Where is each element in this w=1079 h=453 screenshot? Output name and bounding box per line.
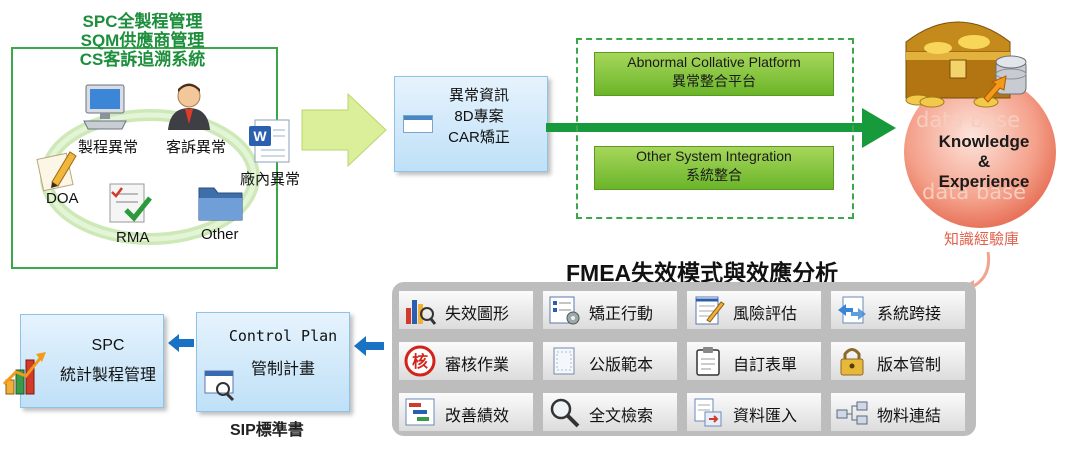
- node-other: Other: [201, 226, 239, 243]
- fmea-title: FMEA失效模式與效應分析: [566, 260, 839, 286]
- abnormal-info-box: 異常資訊 8D專案 CAR矯正: [394, 76, 548, 172]
- network-link-icon: [836, 401, 868, 425]
- computer-icon: [83, 84, 127, 130]
- word-document-icon: W: [249, 119, 290, 163]
- document-arrows-icon: [838, 296, 866, 324]
- control-plan-zh: 管制計畫: [250, 361, 315, 378]
- approval-seal-icon: 核: [404, 345, 436, 377]
- knowledge-label: Knowledge & Experience: [920, 132, 1048, 192]
- integration-dashed-frame: [576, 38, 854, 219]
- watermark-database-1: data base: [916, 108, 1021, 132]
- custom-form-label: 自訂表單: [733, 357, 798, 374]
- control-plan-en: Control Plan: [228, 327, 338, 345]
- spc-zh-label: 統計製程管理: [59, 367, 156, 384]
- sip-standard-caption: SIP標準書: [230, 422, 304, 439]
- control-plan-box: Control Plan 管制計畫: [196, 312, 350, 412]
- node-doa: DOA: [46, 190, 79, 207]
- system-bridging-label: 系統跨接: [877, 306, 942, 323]
- grid-cell-improvement-performance[interactable]: 改善績效: [398, 392, 534, 432]
- material-link-label: 物料連結: [877, 408, 942, 425]
- collative-platform-zh: 異常整合平台: [672, 73, 756, 89]
- seal-text: 核: [412, 352, 428, 371]
- grid-cell-failure-graph[interactable]: 失效圖形: [398, 290, 534, 330]
- grid-cell-review-operation[interactable]: 核 審核作業: [398, 341, 534, 381]
- treasure-chest-icon: [905, 21, 1027, 108]
- watermark-database-2: data base: [922, 180, 1027, 204]
- abnormal-collative-platform: Abnormal Collative Platform 異常整合平台: [594, 52, 834, 96]
- spc-label: SPC: [91, 337, 125, 354]
- public-template-label: 公版範本: [589, 357, 654, 374]
- checklist-gear-icon: [549, 296, 580, 325]
- checklist-icon: [109, 183, 152, 223]
- magnifier-icon: [550, 398, 580, 428]
- window-search-icon: [204, 370, 235, 402]
- grid-cell-version-control[interactable]: 版本管制: [830, 341, 966, 381]
- system-integration-en: Other System Integration: [636, 148, 792, 164]
- blank-page-icon: [553, 347, 575, 375]
- flow-arrow-right-icon: [301, 92, 387, 168]
- node-rma: RMA: [116, 229, 150, 246]
- bar-chart-icon: [2, 352, 46, 395]
- grid-cell-public-template[interactable]: 公版範本: [542, 341, 678, 381]
- spc-box: SPC 統計製程管理: [20, 314, 164, 408]
- improvement-performance-label: 改善績效: [445, 408, 510, 425]
- car-correction-line: CAR矯正: [448, 129, 510, 146]
- folder-icon: [198, 187, 243, 221]
- pencil-paper-icon: [36, 151, 77, 192]
- knowledge-base-caption: 知識經驗庫: [944, 231, 1020, 248]
- failure-graph-label: 失效圖形: [445, 306, 510, 323]
- collative-platform-en: Abnormal Collative Platform: [627, 54, 801, 70]
- title-spc: SPC全製程管理: [82, 12, 203, 31]
- version-control-label: 版本管制: [877, 357, 942, 374]
- corrective-action-label: 矯正行動: [589, 306, 654, 323]
- person-icon: [168, 83, 210, 130]
- window-icon: [403, 115, 433, 133]
- grid-cell-custom-form[interactable]: 自訂表單: [686, 341, 822, 381]
- experience-line: Experience: [938, 172, 1030, 191]
- grid-cell-corrective-action[interactable]: 矯正行動: [542, 290, 678, 330]
- abnormal-info-line: 異常資訊: [448, 87, 509, 104]
- data-import-icon: [694, 398, 722, 427]
- 8d-project-line: 8D專案: [454, 108, 504, 125]
- clipboard-icon: [696, 347, 720, 376]
- grid-cell-data-import[interactable]: 資料匯入: [686, 392, 822, 432]
- review-operation-label: 審核作業: [445, 357, 510, 374]
- data-import-label: 資料匯入: [733, 408, 798, 425]
- system-integration-zh: 系統整合: [686, 167, 742, 183]
- ampersand-line: &: [977, 152, 991, 171]
- other-system-integration: Other System Integration 系統整合: [594, 146, 834, 190]
- node-factory-abnormal: 廠內異常: [240, 171, 301, 188]
- knowledge-sphere-icon: [904, 76, 1056, 228]
- full-text-search-label: 全文檢索: [589, 408, 654, 425]
- bar-chart-magnifier-icon: [406, 300, 437, 325]
- grid-cell-risk-assessment[interactable]: 風險評估: [686, 290, 822, 330]
- padlock-icon: [840, 348, 864, 376]
- grid-cell-full-text-search[interactable]: 全文檢索: [542, 392, 678, 432]
- title-cs: CS客訴追溯系統: [79, 50, 206, 69]
- notepad-pen-icon: [695, 296, 725, 325]
- node-complaint-abnormal: 客訴異常: [166, 139, 227, 156]
- grid-cell-material-link[interactable]: 物料連結: [830, 392, 966, 432]
- green-flow-arrow-icon: [546, 108, 896, 148]
- knowledge-line: Knowledge: [938, 132, 1030, 151]
- gantt-chart-icon: [405, 398, 435, 426]
- title-sqm: SQM供應商管理: [80, 31, 205, 50]
- svg-text:W: W: [253, 128, 267, 144]
- blue-arrow-left-icon-2: [168, 334, 194, 352]
- grid-cell-system-bridging[interactable]: 系統跨接: [830, 290, 966, 330]
- risk-assessment-label: 風險評估: [733, 306, 798, 323]
- blue-arrow-left-icon: [354, 336, 384, 356]
- node-process-abnormal: 製程異常: [78, 139, 139, 156]
